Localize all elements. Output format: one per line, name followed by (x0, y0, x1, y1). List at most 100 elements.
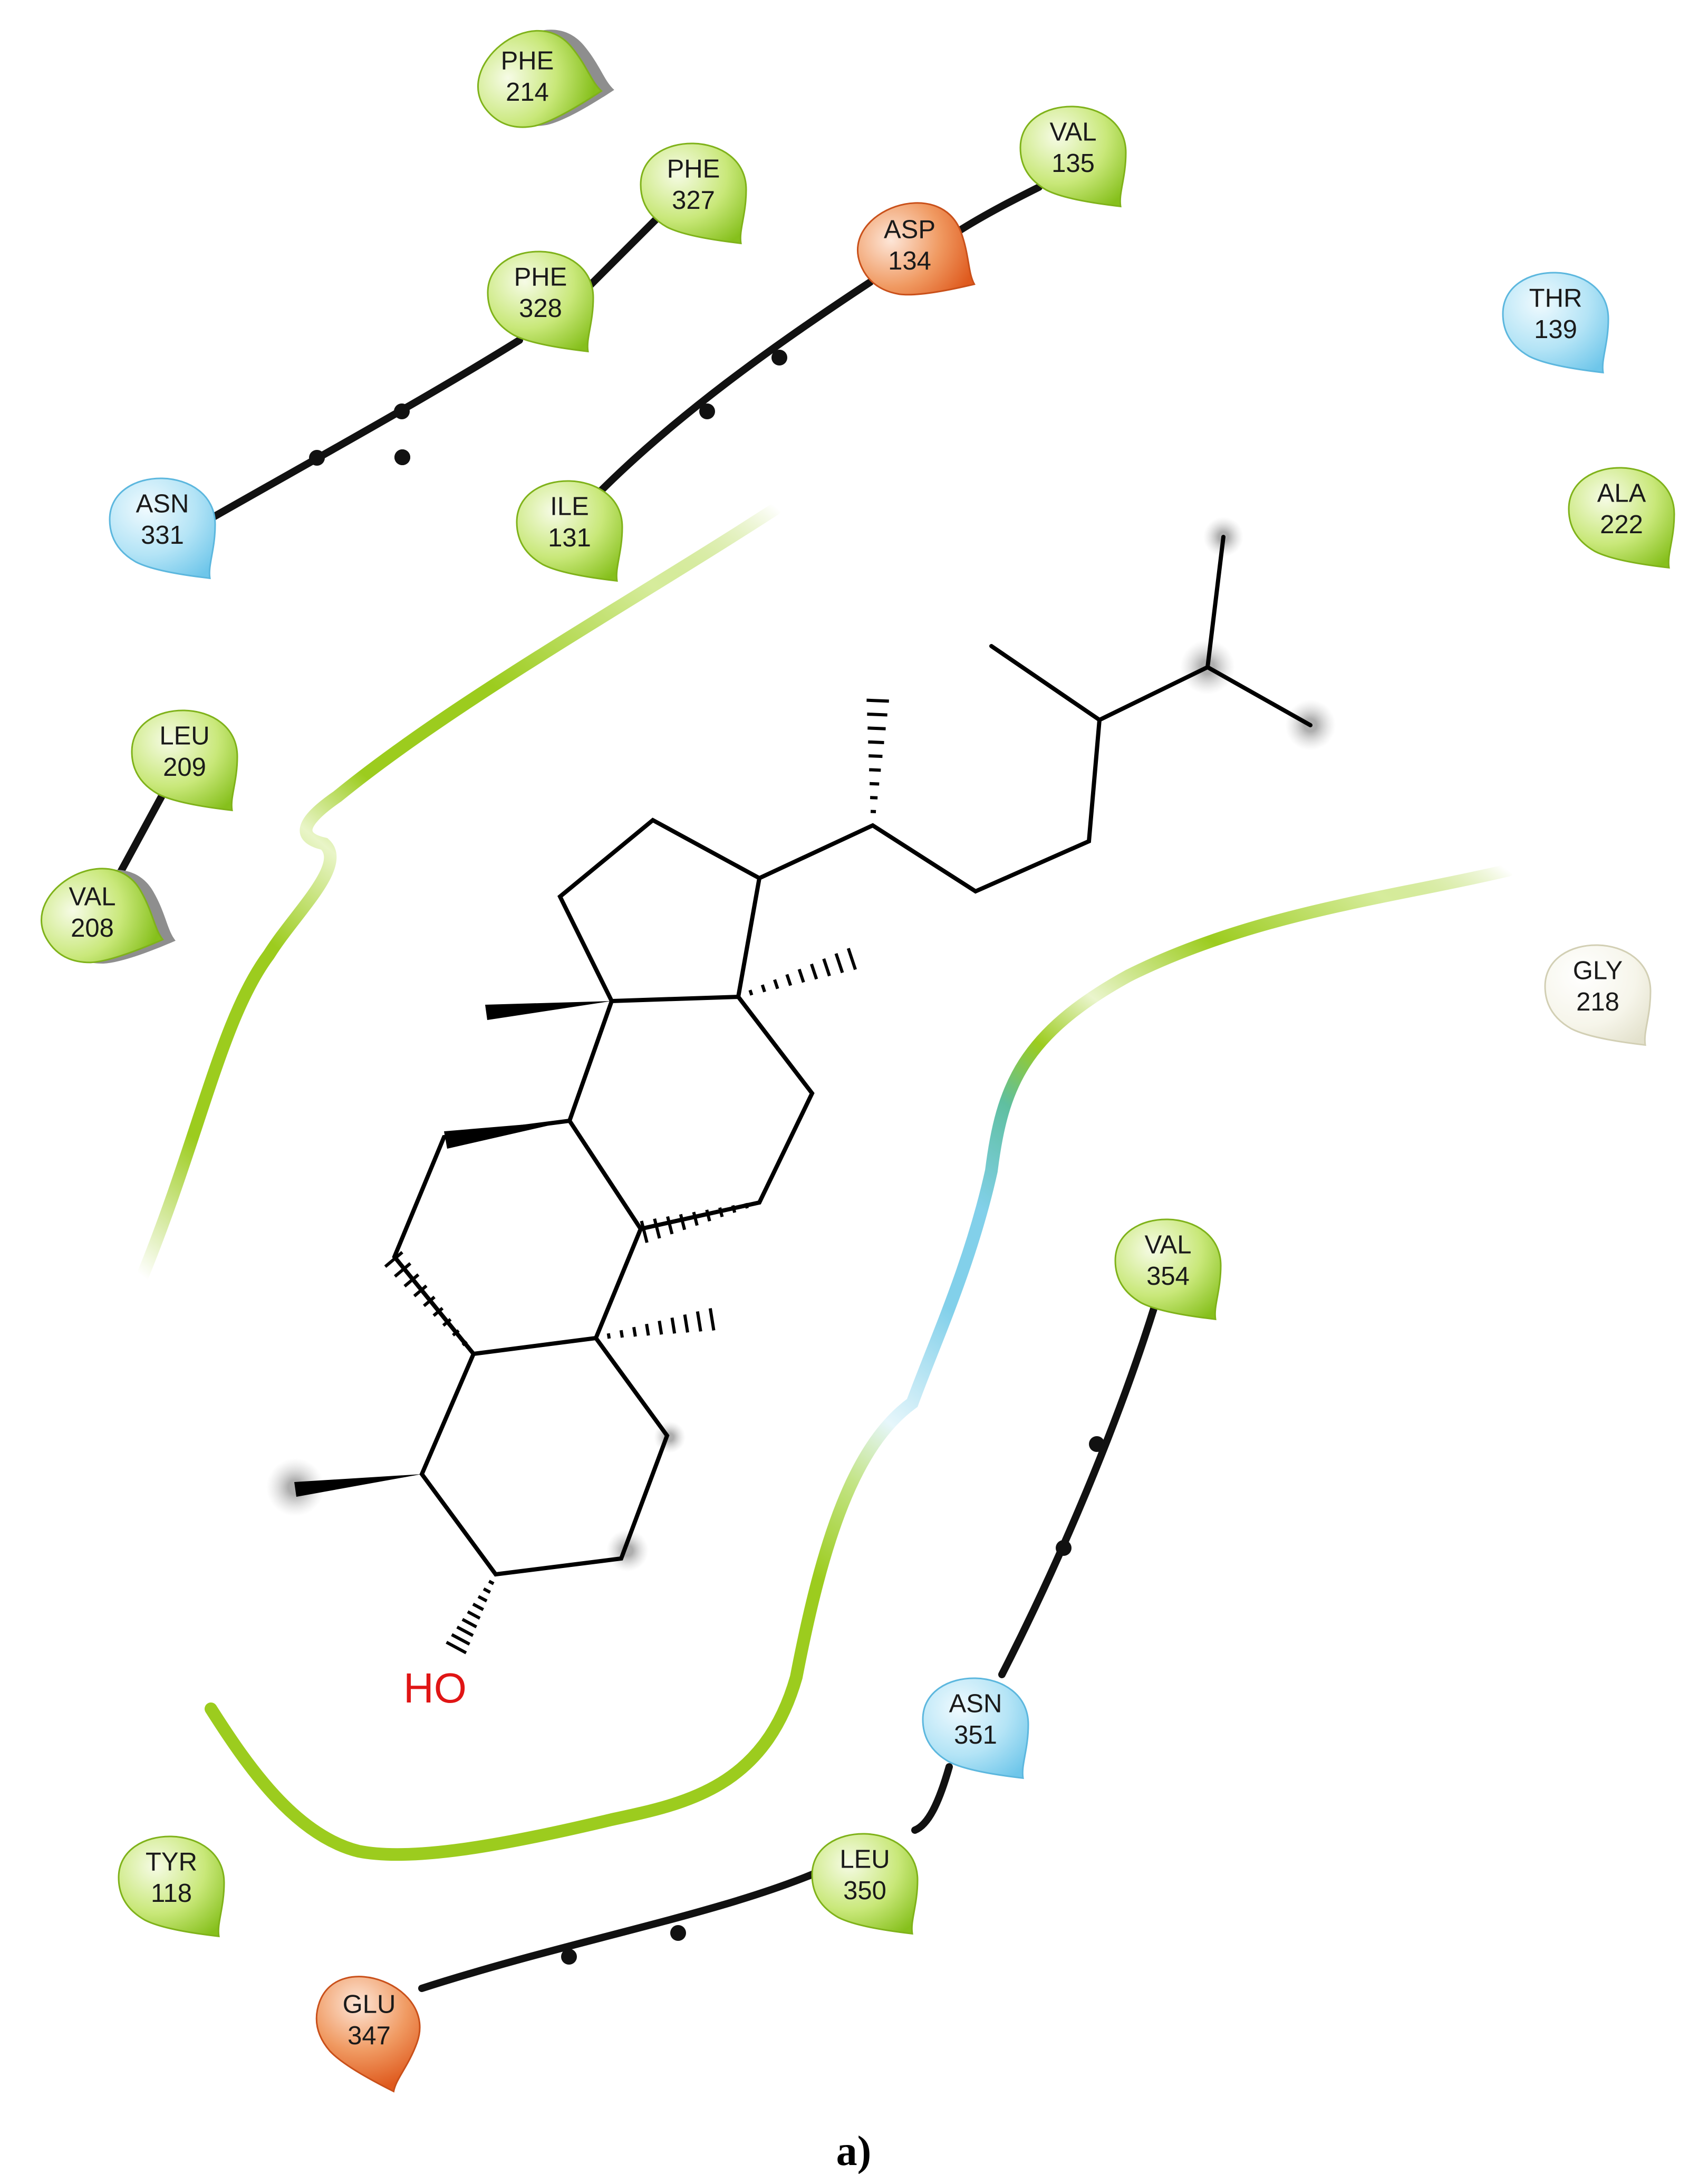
residue-val208: VAL 208 (41, 868, 176, 964)
residue-name: PHE (514, 263, 567, 292)
hash-tick (413, 1284, 428, 1297)
hash-tick (867, 713, 887, 717)
side-chain (757, 535, 1313, 894)
contact-leu209-val208 (115, 780, 172, 879)
residue-name: ASN (136, 490, 189, 518)
hash-tick (640, 1220, 649, 1243)
hash-tick (869, 768, 881, 772)
hash-tick (442, 1318, 452, 1327)
hash-tick (760, 984, 766, 993)
hash-tick (393, 1262, 412, 1278)
hash-tick (846, 948, 857, 970)
hash-tick (477, 1595, 488, 1603)
residue-number: 208 (71, 914, 114, 942)
residue-bubble (1114, 1218, 1222, 1321)
hash-tick (658, 1320, 663, 1335)
hash-tick (456, 1625, 474, 1637)
hash-tick (809, 963, 818, 980)
hash-c13-methyl (748, 948, 857, 996)
ligand-structure (392, 535, 1313, 1577)
residue-number: 118 (151, 1879, 192, 1908)
hash-tick (718, 1207, 724, 1218)
contact-asp134-ile131 (595, 278, 874, 497)
hash-tick (731, 1205, 737, 1213)
hash-c10-methyl (606, 1308, 716, 1339)
hash-tick (692, 1211, 699, 1226)
residue-name: TYR (146, 1848, 197, 1877)
hash-tick (461, 1618, 477, 1629)
hydroxyl-label: HO (403, 1665, 467, 1711)
residue-ala222: ALA 222 (1568, 467, 1675, 569)
hash-tick (645, 1323, 650, 1336)
residue-number: 218 (1576, 988, 1619, 1016)
residue-number: 351 (954, 1721, 997, 1749)
residue-name: VAL (69, 883, 116, 911)
residue-name: LEU (159, 722, 209, 751)
hash-tick (696, 1311, 702, 1332)
residue-contacts (115, 184, 1159, 1992)
residue-bubble (1568, 467, 1675, 569)
residue-name: VAL (1145, 1231, 1192, 1259)
residue-name: PHE (667, 155, 720, 184)
residue-number: 327 (672, 186, 715, 215)
residue-val354: VAL 354 (1114, 1218, 1222, 1321)
hash-tick (488, 1580, 495, 1585)
residue-number: 347 (348, 2022, 391, 2050)
hash-tick (744, 1203, 749, 1209)
residue-bubble (1019, 105, 1127, 208)
hash-tick (632, 1326, 637, 1337)
hash-tick (705, 1209, 711, 1222)
residue-name: PHE (501, 47, 554, 75)
hash-tick (868, 740, 884, 744)
residue-bubble (477, 30, 603, 128)
residue-bubble (856, 202, 976, 296)
residue-bubble (922, 1677, 1029, 1779)
hash-tick (870, 796, 878, 800)
residue-bubble (118, 1835, 225, 1938)
contact-phe328-asn331 (191, 336, 523, 531)
residue-number: 135 (1051, 149, 1095, 178)
hash-tick (866, 698, 889, 703)
residue-number: 331 (141, 521, 184, 550)
contact-leu350-glu347 (418, 1869, 821, 1992)
residue-phe214: PHE 214 (477, 30, 614, 128)
residue-number: 131 (548, 524, 591, 552)
contact-val135-asp134 (953, 184, 1043, 236)
hash-tick (748, 989, 754, 996)
residue-bubble (487, 251, 594, 353)
hash-tick (446, 1641, 467, 1654)
residue-number: 209 (163, 753, 206, 782)
residue-number: 214 (506, 78, 549, 107)
residue-number: 134 (888, 247, 931, 275)
pocket-outline (136, 503, 1514, 1861)
residue-name: GLU (343, 1990, 396, 2019)
residue-number: 350 (843, 1877, 886, 1905)
residue-number: 222 (1600, 511, 1643, 539)
residue-number: 139 (1534, 315, 1577, 344)
hash-tick (683, 1314, 689, 1333)
residue-number: 354 (1146, 1262, 1190, 1291)
residue-name: ILE (550, 493, 589, 521)
wedge-h-ring-b (444, 1121, 570, 1149)
hash-tick (403, 1273, 420, 1288)
hash-tick (822, 958, 831, 977)
ring-a (419, 1335, 670, 1577)
ligand-wedges (294, 1001, 612, 1497)
hash-tick (472, 1602, 484, 1611)
hash-tick (432, 1306, 444, 1317)
residue-name: ALA (1597, 479, 1646, 508)
wedge-c4-methyl (294, 1474, 422, 1497)
pocket-line-left (136, 503, 781, 1283)
residue-bubble (640, 142, 747, 245)
hash-c21-methyl (866, 698, 889, 813)
contact-dots (309, 350, 1105, 1965)
residue-layer: PHE214PHE327PHE328ASN331VAL135ASP134ILE1… (41, 30, 1675, 2093)
